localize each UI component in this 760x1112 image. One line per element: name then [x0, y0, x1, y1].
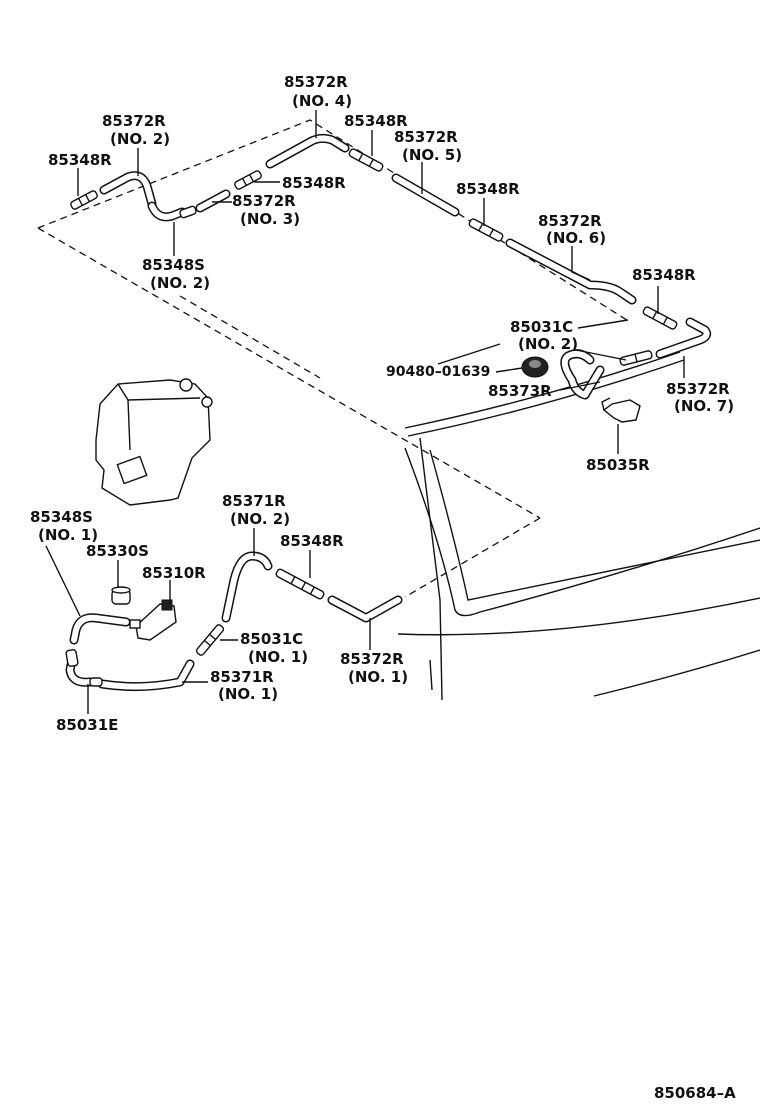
label-85372R-no3-sub: (NO. 3) [240, 210, 300, 228]
upper-hoses [99, 133, 712, 400]
label-85348R-c: 85348R [282, 174, 346, 192]
label-85348R-b: 85348R [48, 151, 112, 169]
label-85372R-no7: 85372R [666, 380, 730, 398]
label-85310R: 85310R [142, 564, 206, 582]
lower-connectors [65, 568, 325, 687]
label-85372R-no4-sub: (NO. 4) [292, 92, 352, 110]
label-85371R-no2-sub: (NO. 2) [230, 510, 290, 528]
label-85348S-no2: 85348S [142, 256, 205, 274]
label-90480-01639: 90480–01639 [386, 364, 490, 380]
label-85371R-no1: 85371R [210, 668, 274, 686]
label-85348R-f: 85348R [280, 532, 344, 550]
label-85372R-no6-sub: (NO. 6) [546, 229, 606, 247]
figure-code: 850684–A [654, 1084, 736, 1102]
label-85372R-no1: 85372R [340, 650, 404, 668]
label-85372R-no4: 85372R [284, 73, 348, 91]
label-85031C-no1: 85031C [240, 630, 303, 648]
part-labels: 85372R (NO. 4) 85372R (NO. 2) 85348R 853… [30, 73, 736, 1102]
washer-tank [95, 378, 213, 506]
label-85372R-no6: 85372R [538, 212, 602, 230]
vehicle-body-lines [397, 351, 760, 701]
label-85372R-no5-sub: (NO. 5) [402, 146, 462, 164]
label-85031C-no2-sub: (NO. 2) [518, 335, 578, 353]
label-85372R-no2-sub: (NO. 2) [110, 130, 170, 148]
label-85031C-no2: 85031C [510, 318, 573, 336]
label-85372R-no3: 85372R [232, 192, 296, 210]
label-85373R: 85373R [488, 382, 552, 400]
label-85372R-no5: 85372R [394, 128, 458, 146]
label-85348S-no2-sub: (NO. 2) [150, 274, 210, 292]
lower-hoses [65, 551, 403, 692]
label-85348R-e: 85348R [632, 266, 696, 284]
grommet [521, 356, 549, 378]
label-85371R-no2: 85371R [222, 492, 286, 510]
label-85371R-no1-sub: (NO. 1) [218, 685, 278, 703]
label-85031E: 85031E [56, 716, 118, 734]
label-85348R-d: 85348R [456, 180, 520, 198]
upper-connectors [70, 148, 678, 366]
label-85035R: 85035R [586, 456, 650, 474]
label-85031C-no1-sub: (NO. 1) [248, 648, 308, 666]
label-85348R-a: 85348R [344, 112, 408, 130]
label-85330S: 85330S [86, 542, 149, 560]
label-85372R-no1-sub: (NO. 1) [348, 668, 408, 686]
washer-nozzle [601, 397, 641, 423]
leader-lines [45, 110, 685, 714]
label-85348S-no1-sub: (NO. 1) [38, 526, 98, 544]
label-85348S-no1: 85348S [30, 508, 93, 526]
label-85372R-no7-sub: (NO. 7) [674, 397, 734, 415]
label-85372R-no2: 85372R [102, 112, 166, 130]
